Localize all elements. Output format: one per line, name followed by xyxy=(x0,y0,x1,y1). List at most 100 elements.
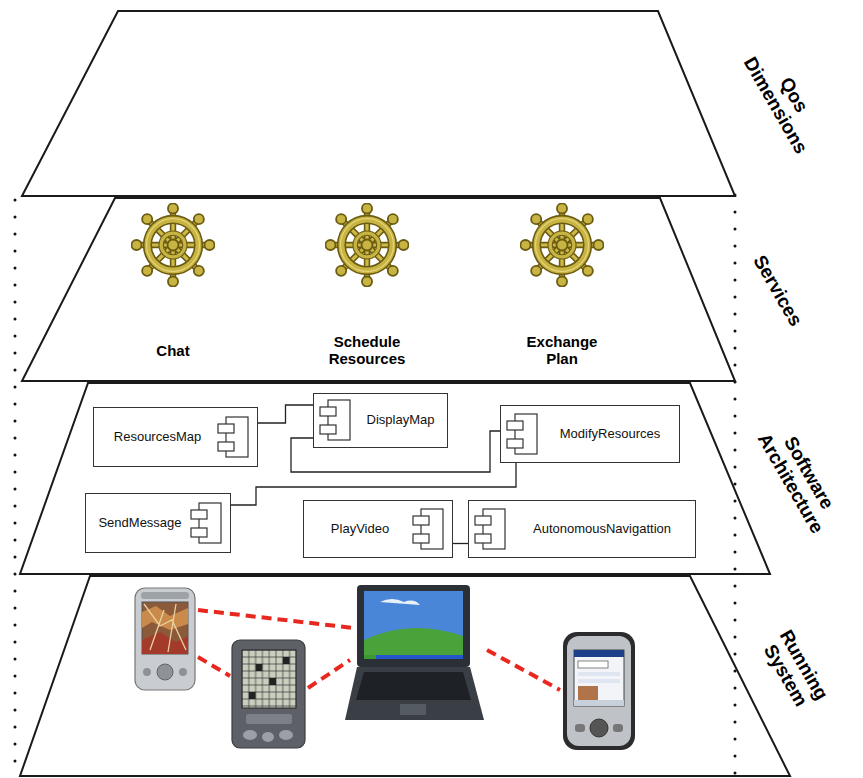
service-name: Schedule Resources xyxy=(319,333,415,367)
component-symbol xyxy=(216,415,252,459)
layer-name: Qos Dimensions xyxy=(738,39,832,160)
connector-line xyxy=(231,463,516,505)
screen-cloud xyxy=(380,599,420,605)
component-port xyxy=(413,534,429,543)
pda-device xyxy=(135,588,195,690)
dashed-link xyxy=(198,657,230,676)
pda-button xyxy=(179,668,187,676)
component-name: ModifyResources xyxy=(560,426,660,442)
dashed-link xyxy=(198,610,354,628)
touchpad xyxy=(400,704,426,715)
component-port xyxy=(507,421,523,430)
menu-bar xyxy=(574,700,624,706)
wheel-icon xyxy=(325,203,409,287)
app-button xyxy=(575,724,585,732)
component-port xyxy=(320,407,336,416)
dashed-link xyxy=(308,660,350,688)
component-port xyxy=(475,516,491,525)
palm-button xyxy=(279,730,293,740)
map-thumb xyxy=(578,686,598,700)
component-port xyxy=(320,425,336,434)
palm-graffiti xyxy=(246,714,292,724)
pocketpc-frame xyxy=(567,636,631,746)
palm-body xyxy=(232,640,305,748)
component-name: SendMessage xyxy=(98,515,181,531)
component-port xyxy=(218,442,234,451)
start-button xyxy=(364,655,376,659)
pocketpc-screen xyxy=(574,650,624,706)
component-box: DisplayMap xyxy=(313,393,448,448)
component-port xyxy=(191,510,207,519)
component-name: ResourcesMap xyxy=(114,429,201,445)
grid-cell xyxy=(283,657,290,664)
layer-trapezoid xyxy=(22,11,735,196)
connector-line xyxy=(453,543,468,544)
component-box: ResourcesMap xyxy=(93,407,258,467)
wheel-icon xyxy=(131,203,215,287)
layer-outline xyxy=(0,10,863,197)
grid-cell xyxy=(256,664,263,671)
layer-band: Software Architecture ResourcesMap Display… xyxy=(0,382,863,574)
component-name: AutonomousNavigattion xyxy=(533,521,671,537)
component-port xyxy=(475,534,491,543)
layer-trapezoid xyxy=(20,576,790,776)
layer-name: Services xyxy=(744,241,812,338)
layer-band: Qos Dimensions xyxy=(0,10,863,197)
dotted-guide xyxy=(734,195,737,775)
component-port xyxy=(191,528,207,537)
component-box: SendMessage xyxy=(85,493,231,553)
service-name: Exchange Plan xyxy=(514,333,610,367)
layer-band: ServicesChat Schedule Resources Exchange P… xyxy=(0,197,863,381)
layer-name: Software Architecture xyxy=(751,414,849,542)
laptop-lid xyxy=(357,585,470,667)
palm-device xyxy=(232,640,305,748)
service-name: Chat xyxy=(125,342,221,359)
wheel-icon xyxy=(520,203,604,287)
component-box: PlayVideo xyxy=(303,500,453,558)
component-symbol xyxy=(318,398,354,442)
laptop-device xyxy=(345,585,484,720)
component-box: AutonomousNavigattion xyxy=(468,500,696,558)
connector-line xyxy=(258,405,313,423)
palm-screen xyxy=(242,650,296,708)
nav-button xyxy=(590,719,608,737)
screen-hill xyxy=(364,628,463,659)
layer-name: Running System xyxy=(754,620,836,721)
component-symbol xyxy=(411,507,447,551)
wheel-icon xyxy=(325,203,408,286)
palm-button xyxy=(262,732,274,742)
service-icon: Chat xyxy=(113,197,233,373)
layer-band: Running System xyxy=(0,575,863,778)
component-port xyxy=(413,516,429,525)
component-name: PlayVideo xyxy=(331,521,389,537)
list-row xyxy=(578,679,620,683)
map-area xyxy=(142,606,188,630)
palm-button xyxy=(243,730,257,740)
component-port xyxy=(218,424,234,433)
wheel-icon xyxy=(520,203,603,286)
dotted-guide xyxy=(14,200,17,770)
layer-outline xyxy=(0,197,863,381)
laptop-base xyxy=(345,667,484,720)
component-symbol xyxy=(189,501,225,545)
pda-button xyxy=(143,668,151,676)
grid-cell xyxy=(249,692,256,699)
laptop-screen xyxy=(364,591,463,659)
service-icon: Exchange Plan xyxy=(502,197,622,373)
component-symbol xyxy=(505,412,541,456)
pda-top xyxy=(141,592,189,599)
wheel-icon xyxy=(131,203,214,286)
pda-screen xyxy=(142,602,188,654)
dropdown xyxy=(578,661,608,668)
layer-trapezoid xyxy=(22,198,735,381)
layer-outline xyxy=(0,575,863,778)
pocketpc-body xyxy=(563,632,635,750)
pda-button xyxy=(157,664,173,680)
taskbar xyxy=(364,655,463,659)
service-icon: Schedule Resources xyxy=(307,197,427,373)
pocketpc-device xyxy=(563,632,635,750)
title-bar xyxy=(574,650,624,657)
grid-cell xyxy=(269,678,276,685)
dashed-link xyxy=(487,650,560,690)
app-button xyxy=(613,724,623,732)
